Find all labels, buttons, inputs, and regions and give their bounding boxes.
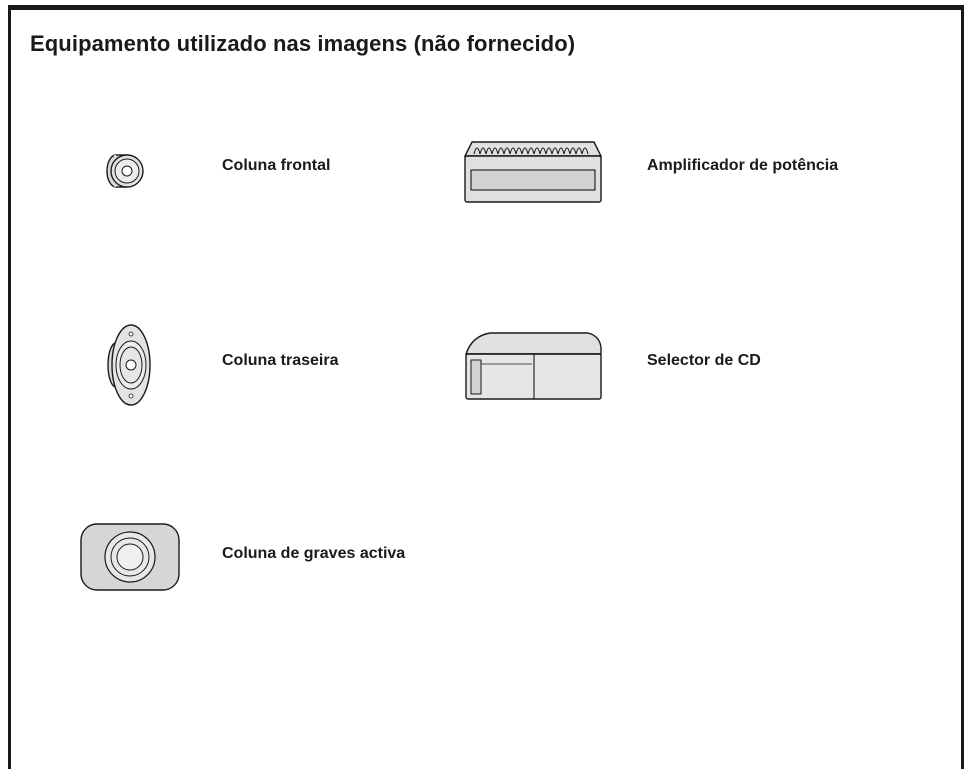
label-cd-changer: Selector de CD	[647, 352, 761, 369]
front-speaker-icon	[96, 146, 156, 196]
page-title: Equipamento utilizado nas imagens (não f…	[30, 31, 576, 56]
active-subwoofer-icon	[79, 522, 183, 594]
page-frame	[8, 5, 964, 769]
label-rear-speaker: Coluna traseira	[222, 352, 339, 369]
power-amplifier-icon	[462, 134, 604, 206]
cd-changer-icon	[462, 330, 604, 402]
label-front-speaker: Coluna frontal	[222, 157, 331, 174]
rear-speaker-icon	[100, 322, 160, 408]
label-power-amplifier: Amplificador de potência	[647, 157, 839, 174]
label-active-subwoofer: Coluna de graves activa	[222, 545, 406, 562]
